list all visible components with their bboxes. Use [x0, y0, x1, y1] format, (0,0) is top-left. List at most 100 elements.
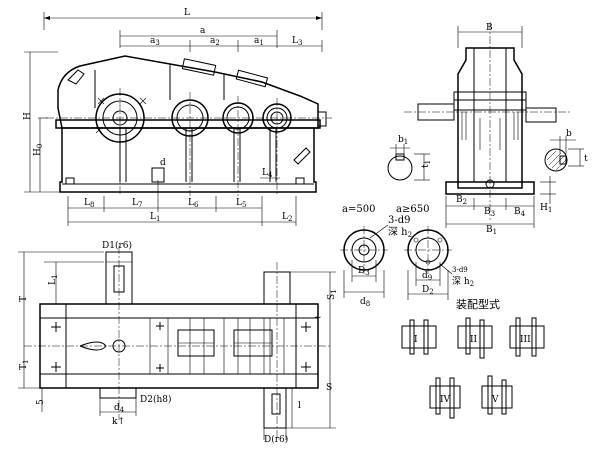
svg-text:a3: a3	[150, 36, 160, 47]
dim-t1: t	[421, 164, 431, 168]
dim-B3: B	[484, 207, 491, 217]
dim-T1: T	[19, 364, 29, 370]
dim-L2: L	[282, 212, 288, 222]
dim-D2: D	[422, 285, 429, 295]
dim-L4: L	[262, 168, 268, 178]
dim-L: L	[184, 8, 190, 18]
svg-text:H1: H1	[540, 203, 552, 214]
dim-L1: L	[150, 212, 156, 222]
assembly-title: 装配型式	[456, 297, 500, 311]
svg-text:深 h2: 深 h2	[452, 276, 474, 288]
keyway-detail-right: b t	[544, 129, 588, 172]
svg-text:L3: L3	[292, 36, 302, 47]
assembly-type-4: IV	[429, 377, 461, 419]
dim-L8: L	[84, 198, 90, 208]
dim-d4: d	[114, 403, 120, 413]
dim-D1: D1(r6)	[102, 240, 132, 251]
svg-text:b1: b1	[398, 135, 408, 146]
svg-text:T1: T1	[19, 360, 30, 370]
svg-text:IV: IV	[440, 395, 451, 405]
svg-text:D2: D2	[422, 285, 434, 296]
dim-H0: H	[33, 148, 43, 156]
top-view	[24, 246, 330, 440]
dim-a: a	[200, 26, 206, 36]
svg-text:L1: L1	[150, 212, 160, 223]
side-view-dimensions: B B1 B2 B3 B4 H1	[445, 23, 556, 236]
dim-b1: b	[398, 135, 404, 145]
front-view-dimensions: L a a3 a2 a1 L3 H H0 L8 L7 L6 L5 L4	[23, 8, 323, 226]
dim-B4: B	[514, 207, 521, 217]
dim-5: 5	[36, 399, 46, 405]
dim-L5: L	[236, 198, 242, 208]
caption-a650: a≥650	[396, 204, 429, 215]
dim-B2: B	[456, 195, 463, 205]
dim-H: H	[23, 112, 33, 120]
side-view	[404, 22, 570, 220]
front-view	[46, 55, 332, 196]
front-housing-outline	[57, 55, 319, 129]
dim-B: B	[486, 23, 493, 33]
top-view-dimensions: D1(r6) L1 T T1 S1 ~ S D2(h8) d4 k↑ 5 l D…	[18, 240, 338, 445]
dim-L7: L	[132, 198, 138, 208]
dim-a2: a	[210, 36, 216, 46]
shaft-end-details: a=500 a≥650 3-d9 深 h2 D3 d8 d9 D2 3-d9	[340, 204, 474, 308]
svg-text:B3: B3	[484, 207, 495, 218]
dim-D3: D	[358, 266, 365, 276]
assembly-type-2: II	[457, 317, 493, 359]
dim-L6: L	[188, 198, 194, 208]
dim-a1: a	[254, 36, 260, 46]
svg-text:L1: L1	[48, 275, 59, 285]
dim-H1: H	[540, 203, 548, 213]
svg-text:L4: L4	[262, 168, 273, 179]
svg-text:d9: d9	[422, 271, 432, 282]
dim-t: t	[584, 154, 588, 164]
dim-L1-top: L	[48, 279, 58, 285]
svg-text:t1: t1	[421, 160, 432, 168]
dim-S: S	[326, 383, 332, 393]
svg-text:III: III	[520, 335, 531, 345]
dim-T: T	[19, 296, 29, 302]
svg-text:L8: L8	[84, 198, 94, 209]
svg-text:D3: D3	[358, 266, 370, 277]
dim-D2-top: D2(h8)	[140, 394, 172, 405]
svg-text:d4: d4	[114, 403, 125, 414]
dim-B1: B	[486, 225, 493, 235]
dim-d8: d	[360, 297, 366, 307]
svg-text:L2: L2	[282, 212, 292, 223]
assembly-type-5: V	[481, 375, 513, 415]
svg-text:B2: B2	[456, 195, 467, 206]
svg-text:a2: a2	[210, 36, 220, 47]
svg-text:V: V	[491, 395, 499, 405]
svg-text:II: II	[470, 335, 478, 345]
svg-text:B4: B4	[514, 207, 526, 218]
dim-tilde: ~	[314, 313, 322, 323]
depth-small-label: 深 h	[452, 276, 470, 287]
svg-text:L6: L6	[188, 198, 199, 209]
svg-text:L7: L7	[132, 198, 142, 209]
svg-text:a1: a1	[254, 36, 264, 47]
svg-text:S1: S1	[327, 289, 338, 300]
dim-a3: a	[150, 36, 156, 46]
assembly-type-3: III	[509, 317, 545, 357]
dim-L3: L	[292, 36, 298, 46]
dim-k: k↑	[112, 417, 125, 427]
thread-label: 3-d9	[388, 215, 411, 226]
assembly-types: 装配型式 I II III IV V	[401, 297, 545, 419]
dim-d9: d	[422, 271, 428, 281]
dim-b: b	[566, 129, 572, 139]
dim-D: D(r6)	[264, 434, 288, 445]
thread-small-label: 3-d9	[452, 266, 468, 274]
dim-d: d	[160, 158, 166, 168]
svg-text:d8: d8	[360, 297, 370, 308]
svg-text:H0: H0	[33, 144, 44, 156]
depth-label: 深 h	[388, 226, 408, 238]
keyway-detail-left: b1 t1	[387, 135, 432, 181]
assembly-type-1: I	[401, 319, 437, 355]
svg-text:B1: B1	[486, 225, 497, 236]
dim-S1: S	[327, 294, 337, 300]
dim-l: l	[298, 401, 301, 411]
svg-text:I: I	[414, 335, 418, 345]
svg-text:L5: L5	[236, 198, 246, 209]
caption-a500: a=500	[342, 204, 375, 215]
